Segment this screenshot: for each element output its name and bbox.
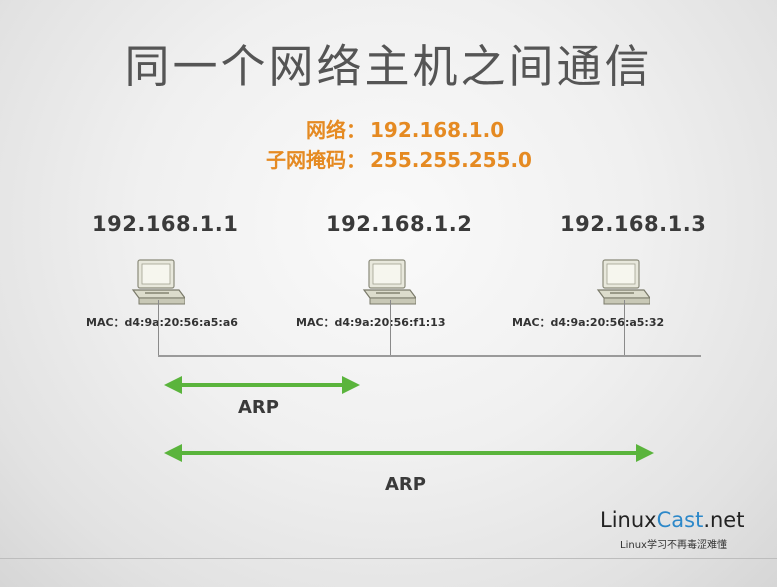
- host-1-ip: 192.168.1.1: [92, 212, 239, 236]
- page-title: 同一个网络主机之间通信: [124, 40, 653, 93]
- host-2-link: [390, 300, 391, 356]
- network-bus-line: [158, 355, 701, 357]
- host-3-ip: 192.168.1.3: [560, 212, 707, 236]
- computer-icon: [131, 259, 185, 305]
- computer-icon: [596, 259, 650, 305]
- host-1-mac: MAC：d4:9a:20:56:a5:a6: [86, 316, 238, 329]
- network-value: 192.168.1.0: [370, 118, 505, 142]
- logo-text: LinuxCast.net: [600, 508, 744, 532]
- host-2-mac: MAC：d4:9a:20:56:f1:13: [296, 316, 446, 329]
- host-2-ip: 192.168.1.2: [326, 212, 473, 236]
- logo-tagline: Linux学习不再毒涩难懂: [620, 540, 727, 551]
- linuxcast-logo: LinuxCast.net Linux学习不再毒涩难懂: [600, 508, 744, 551]
- logo-part-linux: Linux: [600, 508, 657, 532]
- host-3-link: [624, 300, 625, 356]
- arp-label-short: ARP: [238, 397, 279, 418]
- mask-value: 255.255.255.0: [370, 148, 532, 172]
- mask-label: 子网掩码：: [266, 148, 366, 172]
- network-label: 网络：: [306, 118, 366, 142]
- arp-arrow-short: [164, 376, 360, 394]
- logo-part-cast: Cast: [656, 508, 704, 532]
- arp-arrow-long: [164, 444, 654, 462]
- bottom-divider: [0, 558, 777, 559]
- computer-icon: [362, 259, 416, 305]
- arp-label-long: ARP: [385, 474, 426, 495]
- host-1-link: [158, 300, 159, 356]
- host-3-mac: MAC：d4:9a:20:56:a5:32: [512, 316, 665, 329]
- logo-part-net: .net: [703, 508, 745, 532]
